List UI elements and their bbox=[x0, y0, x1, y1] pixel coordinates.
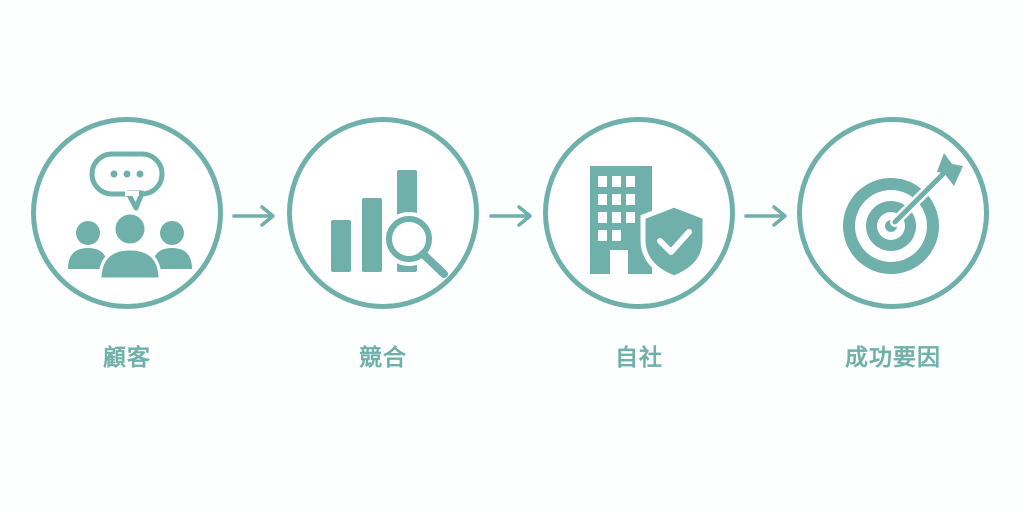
target-arrow-icon bbox=[843, 153, 963, 274]
step-label-competitor: 競合 bbox=[359, 345, 407, 371]
step-circle-customer bbox=[31, 117, 223, 309]
step-circle-success-factor bbox=[797, 117, 989, 309]
customer-group-chat-icon bbox=[68, 151, 192, 281]
step-label-company: 自社 bbox=[615, 345, 663, 371]
step-label-success-factor: 成功要因 bbox=[845, 345, 941, 371]
arrow-right-icon bbox=[489, 205, 532, 227]
step-circle-company bbox=[543, 117, 735, 309]
bar-chart-magnifier-icon bbox=[331, 170, 448, 278]
step-label-customer: 顧客 bbox=[103, 345, 151, 371]
building-shield-check-icon bbox=[590, 166, 708, 281]
step-circle-competitor bbox=[287, 117, 479, 309]
arrow-right-icon bbox=[232, 205, 275, 227]
arrow-right-icon bbox=[744, 205, 787, 227]
